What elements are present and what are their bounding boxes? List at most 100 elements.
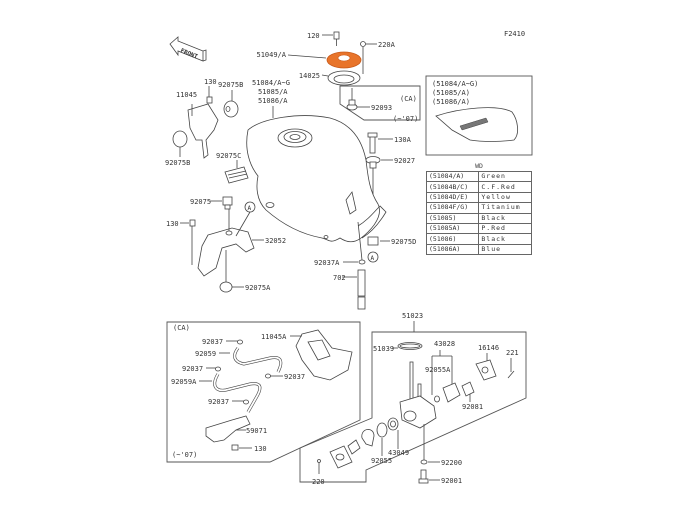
svg-text:(51085/A): (51085/A) — [432, 89, 470, 97]
svg-text:92059A: 92059A — [171, 378, 197, 386]
svg-text:59071: 59071 — [246, 427, 267, 435]
svg-text:16146: 16146 — [478, 344, 499, 352]
table-row: (51085)Black — [425, 212, 532, 224]
wd-table-title: WD — [475, 162, 483, 170]
color-table: (51084/A)Green (51084B/C)C.F.Red (51084D… — [425, 170, 532, 256]
part-130-upper[interactable]: 130 — [204, 78, 217, 104]
color-cell: Blue — [478, 243, 532, 256]
svg-text:130: 130 — [254, 445, 267, 453]
wd-color-table: WD (51084/A)Green (51084B/C)C.F.Red (510… — [425, 162, 532, 256]
svg-text:92075A: 92075A — [245, 284, 271, 292]
ca-hose-box: (CA) (~'07) 92037 92059 92037 92059A 920… — [166, 321, 361, 463]
tank-callout: 51084/A~G 51085/A 51086/A — [252, 79, 290, 118]
svg-text:120: 120 — [307, 32, 320, 40]
svg-text:92059: 92059 — [195, 350, 216, 358]
color-cell: Titanium — [478, 202, 532, 214]
part-221[interactable]: 221 — [506, 349, 519, 379]
svg-text:220: 220 — [312, 478, 325, 486]
part-11045-bracket[interactable]: 11045 — [176, 91, 219, 159]
part-14025[interactable]: 14025 — [299, 70, 361, 86]
part-92001[interactable]: 92001 — [418, 469, 462, 485]
part-16146[interactable]: 16146 — [475, 344, 499, 381]
part-92075[interactable]: 92075 — [190, 196, 233, 210]
svg-text:92200: 92200 — [441, 459, 462, 467]
part-120[interactable]: 120 — [307, 31, 340, 46]
part-43028[interactable]: 43028 — [431, 340, 461, 403]
part-cell: (51084D/E) — [425, 191, 480, 204]
part-92200[interactable]: 92200 — [420, 424, 462, 467]
part-92075D[interactable]: 92075D — [367, 236, 416, 246]
part-220[interactable]: 220 — [312, 459, 325, 487]
part-51049-fuel-cap[interactable]: 51049/A — [256, 51, 362, 69]
part-92037A[interactable]: 92037A — [314, 221, 366, 267]
front-arrow-icon: FRONT — [169, 36, 207, 62]
part-59071[interactable]: 59071 — [205, 415, 267, 443]
part-92075C[interactable]: 92075C — [216, 152, 249, 184]
svg-text:221: 221 — [506, 349, 519, 357]
table-row: (51084B/C)C.F.Red — [425, 181, 532, 193]
svg-text:92075B: 92075B — [165, 159, 190, 167]
svg-text:130: 130 — [166, 220, 179, 228]
part-51039-oring[interactable]: 51039 — [373, 342, 423, 354]
table-row: (51086)Black — [425, 233, 532, 245]
fuel-tank[interactable] — [246, 115, 387, 243]
color-cell: C.F.Red — [478, 181, 532, 193]
color-cell: Black — [478, 233, 532, 245]
svg-text:130: 130 — [204, 78, 217, 86]
svg-text:92055A: 92055A — [425, 366, 451, 374]
inset-tank-box: (51084/A~G) (51085/A) (51086/A) — [425, 75, 533, 156]
fuel-cock-box: 51023 — [299, 312, 527, 483]
svg-text:(CA): (CA) — [173, 324, 190, 332]
part-92081-spring[interactable]: 92081 — [461, 381, 483, 411]
svg-text:A: A — [371, 255, 375, 262]
color-cell: Green — [478, 170, 532, 183]
svg-text:92075: 92075 — [190, 198, 211, 206]
marker-a-right: A — [367, 251, 379, 263]
color-cell: Yellow — [478, 191, 532, 204]
svg-text:43028: 43028 — [434, 340, 455, 348]
part-cell: (51084F/G) — [425, 202, 480, 214]
part-130-ca[interactable]: 130 — [231, 444, 267, 453]
svg-text:51023: 51023 — [402, 312, 423, 320]
part-92075B-lower[interactable]: 92075B — [165, 130, 190, 167]
color-cell: Black — [478, 212, 532, 224]
part-43049[interactable]: 43049 — [387, 417, 409, 457]
svg-text:51086/A: 51086/A — [258, 97, 288, 105]
svg-text:(51084/A~G): (51084/A~G) — [432, 80, 478, 88]
svg-text:702: 702 — [333, 274, 346, 282]
part-220A[interactable]: 220A — [360, 41, 396, 74]
table-row: (51086A)Blue — [425, 243, 532, 256]
part-130-lower[interactable]: 130 — [166, 219, 196, 265]
svg-text:51084/A~G: 51084/A~G — [252, 79, 290, 87]
svg-text:92037: 92037 — [284, 373, 305, 381]
svg-text:32052: 32052 — [265, 237, 286, 245]
part-92055[interactable]: 92055 — [371, 422, 392, 465]
part-92027[interactable]: 92027 — [365, 156, 415, 206]
part-32052-bracket[interactable]: 32052 — [197, 209, 286, 277]
svg-text:A: A — [248, 205, 252, 212]
part-130A[interactable]: 130A — [367, 132, 412, 154]
part-92075B-upper[interactable]: 92075B — [218, 81, 243, 118]
part-cell: (51086A) — [425, 243, 480, 256]
svg-text:92001: 92001 — [441, 477, 462, 485]
svg-text:11045A: 11045A — [261, 333, 287, 341]
svg-text:92093: 92093 — [371, 104, 392, 112]
svg-text:92075C: 92075C — [216, 152, 241, 160]
svg-text:(CA): (CA) — [400, 95, 417, 103]
svg-text:92027: 92027 — [394, 157, 415, 165]
table-row: (51084F/G)Titanium — [425, 202, 532, 214]
part-11045A-bracket[interactable]: 11045A — [261, 329, 353, 381]
part-fuel-cock-body[interactable] — [399, 361, 437, 429]
ca-box-top: 92093 (CA) (~'07) — [339, 85, 421, 123]
svg-text:92081: 92081 — [462, 403, 483, 411]
part-cell: (51086) — [425, 233, 480, 245]
part-92055A[interactable]: 92055A — [425, 366, 451, 403]
part-92075A[interactable]: 92075A — [219, 250, 271, 293]
table-row: (51085A)P.Red — [425, 222, 532, 235]
part-702-hose[interactable]: 702 — [333, 269, 366, 310]
part-gaskets[interactable] — [329, 429, 375, 469]
svg-text:11045: 11045 — [176, 91, 197, 99]
part-cell: (51084/A) — [425, 170, 480, 183]
table-row: (51084/A)Green — [425, 170, 532, 183]
